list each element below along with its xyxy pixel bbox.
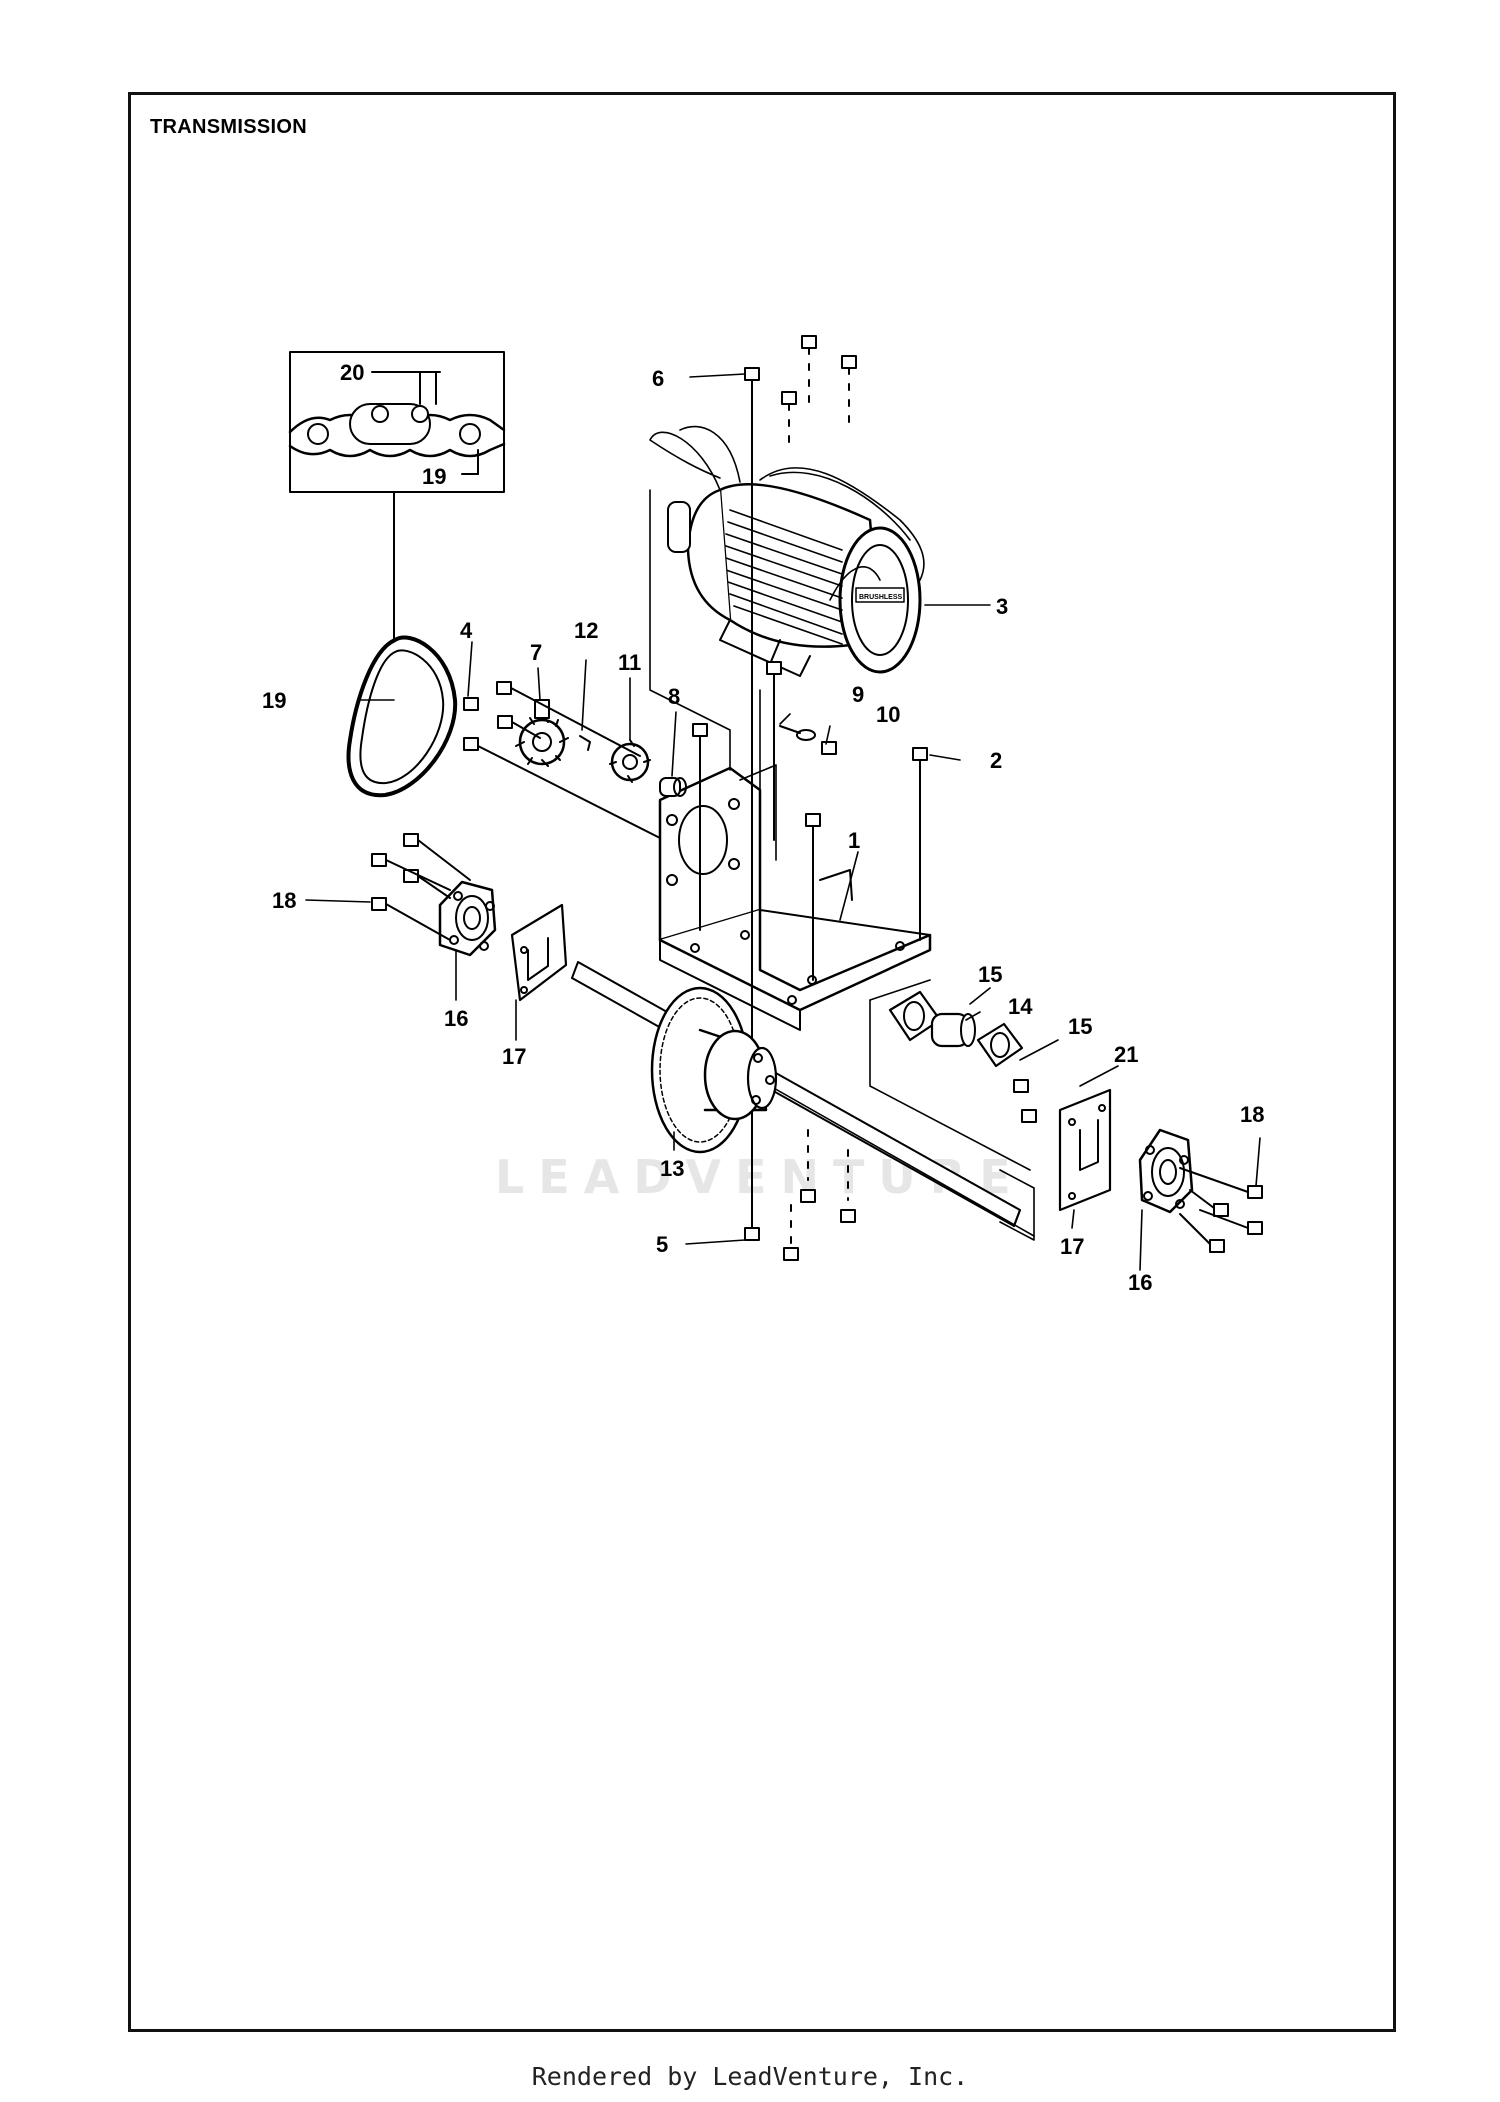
render-credit: Rendered by LeadVenture, Inc. [531,2062,969,2091]
motor-mount-bracket [658,764,932,1031]
callout-15-top: 15 [978,962,1002,987]
washer-and-bolt [779,725,837,755]
idler-sprocket [609,739,651,783]
callout-3: 3 [996,594,1008,619]
callout-16-right: 16 [1128,1270,1152,1295]
motor-badge-text: BRUSHLESS [859,594,903,601]
bolts-set-4 [463,681,661,839]
bearing-flange-group [869,979,1037,1171]
large-sprocket [650,986,778,1154]
callout-11: 11 [618,650,641,675]
callout-21: 21 [1114,1042,1138,1067]
callout-2: 2 [990,748,1002,773]
key [579,735,591,751]
bolt-2 [912,747,928,941]
diagram-frame [128,92,1396,2032]
callout-16-left: 16 [444,1006,468,1031]
bottom-bolts [744,1129,856,1261]
left-bearing-assembly [371,833,568,1002]
callout-labels: 20 19 19 6 3 4 7 12 11 8 9 10 2 1 18 16 … [262,360,1264,1295]
right-bearing-assembly [1058,1088,1263,1253]
bracket-bolts [692,661,821,981]
callout-14: 14 [1008,994,1033,1019]
callout-18-left: 18 [272,888,296,913]
callout-12: 12 [574,618,598,643]
callout-19-inset: 19 [422,464,446,489]
callout-10: 10 [876,702,900,727]
callout-6: 6 [652,366,664,391]
drive-chain [346,635,458,798]
callout-9: 9 [852,682,864,707]
callout-13: 13 [660,1156,684,1181]
callout-15-bottom: 15 [1068,1014,1092,1039]
guide-line [649,489,731,771]
callout-5: 5 [656,1232,668,1257]
callout-leaders [305,373,1261,1271]
callout-20: 20 [340,360,364,385]
callout-17-left: 17 [502,1044,526,1069]
callout-8: 8 [668,684,680,709]
drive-sprocket-small [515,699,569,767]
spacer [659,777,687,797]
callout-1: 1 [848,828,860,853]
chain-detail-inset [288,351,506,641]
callout-7: 7 [530,640,542,665]
diagram-title: TRANSMISSION [150,116,307,138]
callout-19: 19 [262,688,286,713]
callout-4: 4 [460,618,473,643]
callout-17-right: 17 [1060,1234,1084,1259]
electric-motor [649,425,925,677]
callout-18-right: 18 [1240,1102,1264,1127]
